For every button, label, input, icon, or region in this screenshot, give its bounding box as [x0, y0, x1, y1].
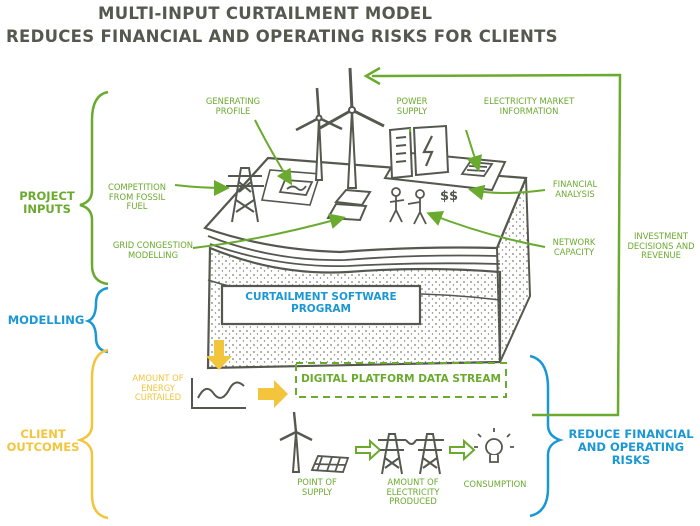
software-box [220, 284, 422, 326]
title-line-2: REDUCES FINANCIAL AND OPERATING RISKS FO… [6, 27, 558, 46]
label-generating-profile: GENERATING PROFILE [205, 96, 261, 116]
transmission-tower-icon [226, 167, 264, 223]
dollar-sign: $$ [440, 189, 459, 204]
yellow-down-arrow [206, 340, 232, 370]
section-client-outcomes: CLIENT OUTCOMES [6, 427, 80, 455]
green-arrow-1 [355, 438, 382, 462]
data-stream-box [295, 362, 507, 398]
project-inputs-bracket [79, 90, 109, 286]
label-point-of-supply: POINT OF SUPPLY [297, 477, 337, 497]
section-project-inputs: PROJECT INPUTS [19, 189, 75, 217]
label-competition: COMPETITION FROM FOSSIL FUEL [107, 182, 167, 212]
software-program-label: CURTAILMENT SOFTWARE PROGRAM [245, 291, 397, 316]
yellow-right-arrow [258, 380, 288, 408]
label-financial-analysis: FINANCIAL ANALYSIS [552, 179, 598, 199]
electricity-towers-icon [378, 433, 444, 475]
point-of-supply-turbine-icon [279, 411, 313, 473]
client-outcomes-bracket [76, 348, 109, 520]
lightbulb-icon [474, 428, 514, 463]
input-pointer-arrows [174, 119, 546, 249]
generating-profile-screen-icon [278, 179, 314, 196]
section-modelling: MODELLING [7, 313, 85, 327]
title-line-1: MULTI-INPUT CURTAILMENT MODEL [98, 4, 433, 23]
green-arrow-2 [449, 438, 476, 462]
label-energy-curtailed: AMOUNT OF ENERGY CURTAILED [132, 373, 184, 403]
wind-turbine-small-icon [295, 87, 343, 181]
terrain-block [203, 150, 532, 370]
reduce-risks-bracket [529, 354, 564, 518]
label-data-stream: DIGITAL PLATFORM DATA STREAM [301, 373, 501, 385]
solar-panel-icon [310, 455, 350, 473]
curtailment-chart-icon [191, 378, 246, 409]
power-supply-panels-icon [388, 124, 450, 180]
modelling-bracket [84, 286, 109, 354]
label-grid-congestion: GRID CONGESTION MODELLING [112, 240, 194, 260]
label-network-capacity: NETWORK CAPACITY [552, 237, 596, 257]
label-electricity-produced: AMOUNT OF ELECTRICITY PRODUCED [386, 477, 440, 507]
investment-feedback-arrow [371, 73, 622, 417]
label-power-supply: POWER SUPPLY [396, 96, 428, 116]
wind-turbine-large-icon [319, 67, 385, 189]
people-icon [389, 187, 427, 225]
section-reduce-risks: REDUCE FINANCIAL AND OPERATING RISKS [568, 427, 694, 468]
label-investment: INVESTMENT DECISIONS AND REVENUE [627, 231, 695, 261]
label-consumption: CONSUMPTION [463, 479, 527, 489]
label-electricity-market: ELECTRICITY MARKET INFORMATION [483, 96, 575, 116]
